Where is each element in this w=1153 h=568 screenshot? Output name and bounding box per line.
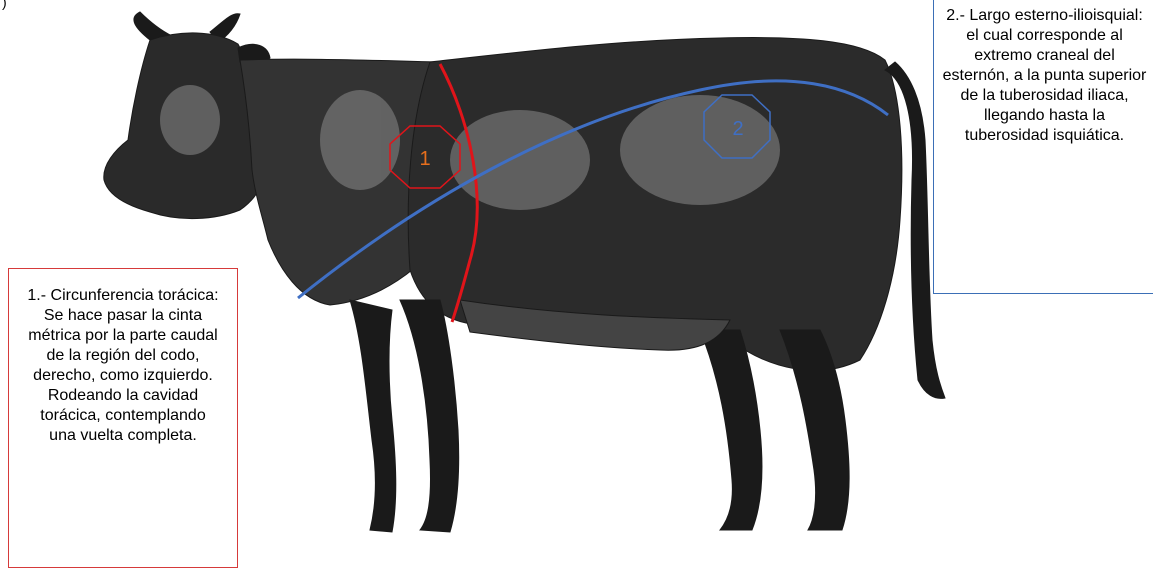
note-1-text: 1.- Circunferencia torácica: Se hace pas…: [27, 286, 219, 446]
hind-leg-left: [700, 330, 762, 530]
front-leg-right: [400, 300, 459, 532]
marker-1-label: 1: [419, 148, 430, 170]
marker-2-label: 2: [732, 118, 743, 140]
note-2-text: 2.- Largo esterno-ilioisquial: el cual c…: [942, 6, 1147, 146]
note-thoracic-circumference: 1.- Circunferencia torácica: Se hace pas…: [8, 268, 238, 568]
note-sterno-ilioischial-length: 2.- Largo esterno-ilioisquial: el cual c…: [933, 0, 1153, 294]
front-leg-left: [350, 300, 396, 532]
